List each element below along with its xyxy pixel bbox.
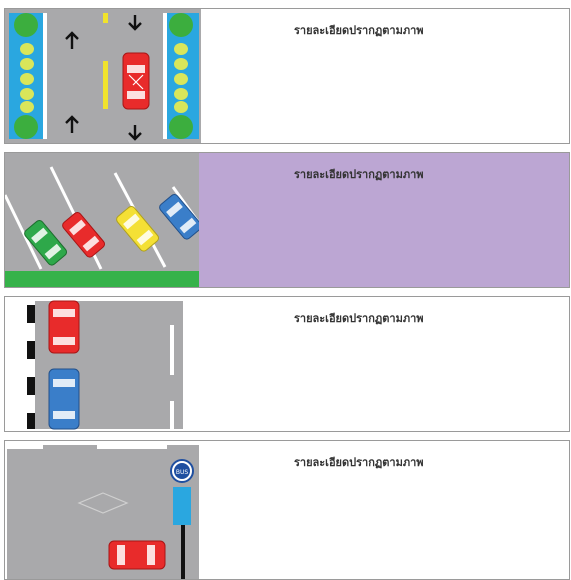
scenario-card-2[interactable]: รายละเอียดปรากฏตามภาพ (4, 152, 570, 288)
car-icon (122, 52, 150, 110)
arrow-down-icon (128, 15, 142, 141)
scenario-card-4[interactable]: BUS รายละเอียดปรากฏตามภาพ (4, 440, 570, 580)
card-3-caption: รายละเอียดปรากฏตามภาพ (294, 312, 424, 325)
card-2-caption: รายละเอียดปรากฏตามภาพ (294, 168, 424, 181)
bus-stop-illustration: BUS (7, 445, 199, 579)
car-icon (24, 219, 68, 266)
bus-stop-sign-icon: BUS (170, 459, 194, 483)
arrow-up-icon (65, 31, 79, 133)
scenario-card-1[interactable]: รายละเอียดปรากฏตามภาพ (4, 8, 570, 144)
angled-parking-illustration (5, 153, 199, 287)
black-white-curb (27, 305, 35, 429)
car-icon (159, 193, 199, 240)
tree-icon (14, 13, 193, 139)
car-icon (116, 205, 160, 252)
car-icon (108, 540, 166, 570)
card-1-caption: รายละเอียดปรากฏตามภาพ (294, 24, 424, 37)
curbside-parking-illustration (25, 300, 183, 430)
card-4-caption: รายละเอียดปรากฏตามภาพ (294, 456, 424, 469)
car-icon (62, 211, 106, 258)
bus-sign-text: BUS (176, 469, 189, 476)
bush-icon (20, 43, 188, 113)
car-icon (48, 300, 80, 354)
road-two-way-illustration (5, 9, 201, 143)
car-icon (48, 368, 80, 430)
scenario-card-3[interactable]: รายละเอียดปรากฏตามภาพ (4, 296, 570, 432)
